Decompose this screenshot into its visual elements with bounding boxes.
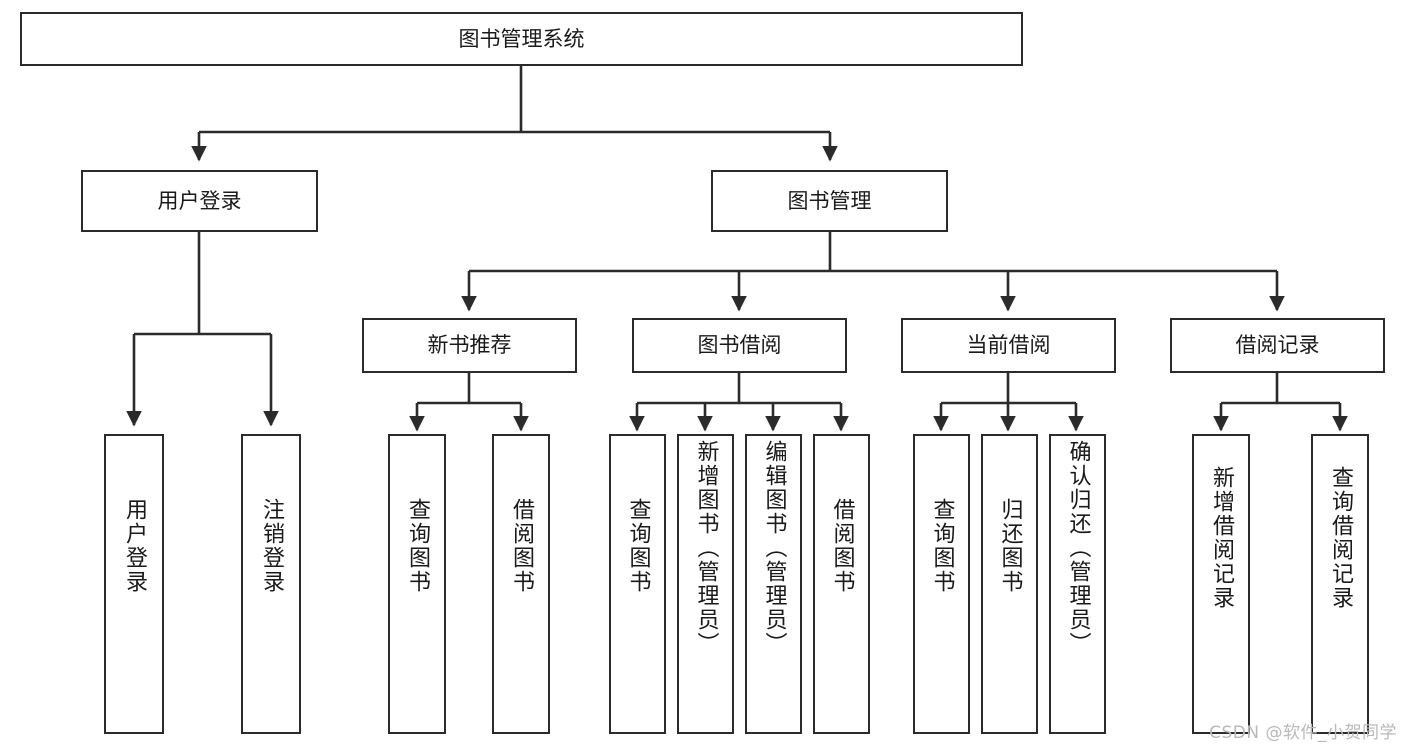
- leaf-current-confirm-return-admin[interactable]: 确认归还（管理员）: [1049, 434, 1106, 734]
- node-label: 新增图书（管理员）: [693, 440, 719, 656]
- leaf-new-book-borrow[interactable]: 借阅图书: [492, 434, 550, 734]
- node-label: 借阅记录: [1235, 333, 1320, 358]
- leaf-borrow-add-book-admin[interactable]: 新增图书（管理员）: [677, 434, 734, 734]
- leaf-borrow-edit-book-admin[interactable]: 编辑图书（管理员）: [745, 434, 802, 734]
- node-label: 归还图书: [997, 498, 1023, 594]
- node-book-borrow[interactable]: 图书借阅: [632, 318, 847, 373]
- leaf-records-add-record[interactable]: 新增借阅记录: [1192, 434, 1250, 734]
- leaf-new-book-query[interactable]: 查询图书: [388, 434, 446, 734]
- node-label: 用户登录: [157, 188, 242, 213]
- leaf-borrow-borrow-book[interactable]: 借阅图书: [813, 434, 870, 734]
- node-label: 当前借阅: [966, 333, 1051, 358]
- node-label: 借阅图书: [509, 498, 534, 594]
- node-label: 注销登录: [259, 498, 284, 594]
- leaf-records-query-record[interactable]: 查询借阅记录: [1311, 434, 1369, 734]
- node-label: 查询图书: [929, 498, 955, 594]
- node-label: 新书推荐: [427, 333, 512, 358]
- node-label: 查询图书: [405, 498, 430, 594]
- leaf-current-query-book[interactable]: 查询图书: [913, 434, 970, 734]
- leaf-current-return-book[interactable]: 归还图书: [981, 434, 1038, 734]
- leaf-borrow-query-book[interactable]: 查询图书: [609, 434, 666, 734]
- node-new-book-recommend[interactable]: 新书推荐: [362, 318, 577, 373]
- node-label: 查询借阅记录: [1328, 466, 1353, 610]
- node-label: 借阅图书: [829, 498, 855, 594]
- node-label: 确认归还（管理员）: [1065, 440, 1091, 656]
- node-label: 编辑图书（管理员）: [761, 440, 787, 656]
- leaf-user-login-signout[interactable]: 注销登录: [241, 434, 301, 734]
- node-borrow-records[interactable]: 借阅记录: [1170, 318, 1385, 373]
- node-user-login[interactable]: 用户登录: [81, 170, 318, 232]
- leaf-user-login-signin[interactable]: 用户登录: [104, 434, 164, 734]
- node-label: 图书管理系统: [458, 26, 585, 51]
- node-label: 图书借阅: [697, 333, 782, 358]
- node-label: 图书管理: [787, 188, 872, 213]
- node-label: 新增借阅记录: [1209, 466, 1234, 610]
- node-label: 查询图书: [625, 498, 651, 594]
- node-current-borrow[interactable]: 当前借阅: [901, 318, 1116, 373]
- node-root-book-management-system[interactable]: 图书管理系统: [20, 12, 1023, 66]
- node-book-management[interactable]: 图书管理: [711, 170, 948, 232]
- node-label: 用户登录: [122, 498, 147, 594]
